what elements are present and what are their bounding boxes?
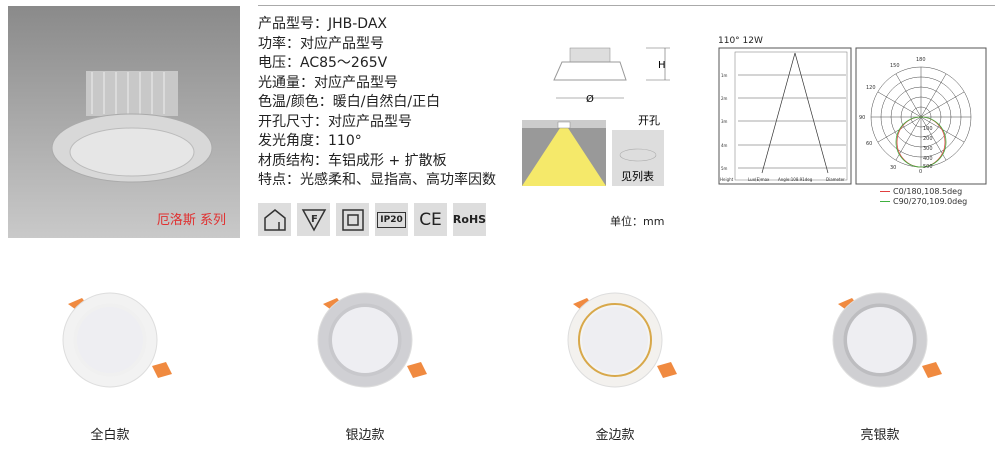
variant-item: 全白款 (40, 290, 180, 443)
variant-item: 亮银款 (810, 290, 950, 443)
polar-ring: 200 (923, 136, 933, 142)
legend-item-c0: C0/180,108.5deg (880, 187, 967, 197)
variant-label: 金边款 (595, 428, 635, 443)
legend-c0: C0/180,108.5deg (893, 187, 963, 196)
photometric-title: 110° 12W (718, 36, 763, 46)
polar-angle: 180 (916, 57, 926, 63)
variant-image (567, 292, 677, 388)
legend-c90: C90/270,109.0deg (893, 197, 968, 206)
polar-angle: 150 (890, 63, 900, 69)
spec-flux: 光通量：对应产品型号 (258, 74, 398, 91)
spec-color-temp: 色温/颜色：暖白/自然白/正白 (258, 94, 441, 110)
spec-beam-angle: 发光角度：110° (258, 133, 362, 149)
col-diameter: Diameter (826, 177, 845, 182)
variant-label: 全白款 (90, 428, 130, 443)
polar-angle: 0 (919, 169, 922, 175)
col-angle: Angle:108.91deg (778, 177, 813, 182)
double-insulation-icon (336, 203, 369, 236)
diameter-label: Ø (586, 93, 594, 105)
spec-model: 产品型号：JHB-DAX (258, 16, 388, 32)
photometric-charts: 1m 2m 3m 4m 5m Height Lux(E)max Angle:10… (718, 47, 987, 185)
cutout-title: 开孔 (638, 114, 660, 127)
ce-icon: CE (414, 203, 447, 236)
height-label: H (658, 60, 666, 71)
row-height: 1m (721, 73, 728, 78)
polar-angle: 90 (859, 115, 865, 121)
row-height: 3m (721, 119, 728, 124)
spec-features: 特点：光感柔和、显指高、高功率因数 (258, 172, 496, 188)
spec-cutout: 开孔尺寸：对应产品型号 (258, 113, 412, 130)
spec-voltage: 电压：AC85～265V (258, 55, 388, 71)
dimension-drawing: H Ø 开孔 见列表 (522, 47, 670, 186)
ip20-icon: IP20 (375, 203, 408, 236)
unit-label: 单位：mm (610, 215, 665, 228)
certification-icons: F IP20 CE RoHS (258, 203, 486, 236)
divider (258, 5, 995, 6)
variant-image (62, 292, 172, 388)
polar-ring: 100 (923, 126, 933, 132)
product-photo: 厄洛斯 系列 (8, 6, 240, 238)
row-height: 5m (721, 166, 728, 171)
polar-angle: 30 (890, 165, 896, 171)
downlight-image (51, 71, 213, 183)
legend-swatch (880, 201, 890, 202)
polar-ring: 500 (923, 164, 933, 170)
variant-item: 银边款 (295, 290, 435, 443)
row-height: 4m (721, 143, 728, 148)
spec-power: 功率：对应产品型号 (258, 35, 384, 52)
legend-item-c90: C90/270,109.0deg (880, 197, 967, 207)
row-height: 2m (721, 96, 728, 101)
spec-material: 材质结构：车铝成形 + 扩散板 (258, 152, 447, 169)
variant-label: 亮银款 (860, 428, 900, 443)
variant-image (832, 292, 942, 388)
f-mark-icon: F (297, 203, 330, 236)
series-label: 厄洛斯 系列 (156, 213, 226, 228)
polar-ring: 400 (923, 156, 933, 162)
polar-ring: 300 (923, 146, 933, 152)
variant-label: 银边款 (345, 428, 385, 443)
polar-angle: 60 (866, 141, 872, 147)
variant-item: 金边款 (545, 290, 685, 443)
col-lux: Lux(E)max (748, 177, 770, 182)
polar-legend: C0/180,108.5deg C90/270,109.0deg (880, 187, 967, 207)
indoor-house-icon (258, 203, 291, 236)
svg-text:F: F (311, 214, 318, 225)
variant-image (317, 292, 427, 388)
polar-angle: 120 (866, 85, 876, 91)
rohs-icon: RoHS (453, 203, 486, 236)
legend-swatch (880, 191, 890, 192)
col-height: Height (720, 177, 734, 182)
cutout-note: 见列表 (621, 169, 654, 183)
spec-list: 产品型号：JHB-DAX 功率：对应产品型号 电压：AC85～265V 光通量：… (258, 15, 496, 191)
